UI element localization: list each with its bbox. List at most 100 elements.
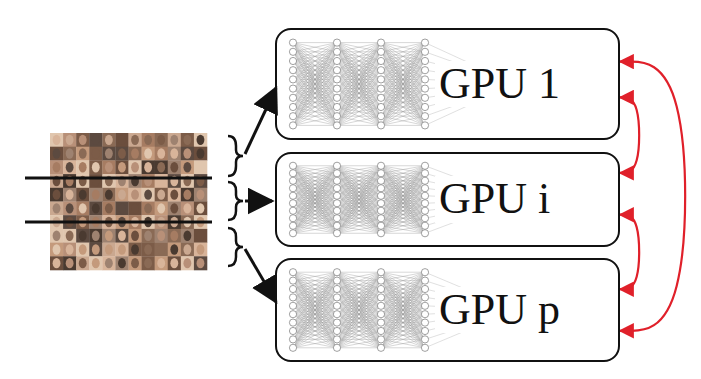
weight-line xyxy=(381,166,425,219)
face-tile xyxy=(76,229,89,243)
weight-line xyxy=(381,203,425,233)
face xyxy=(144,244,152,254)
weight-line xyxy=(293,196,337,234)
face xyxy=(170,162,178,172)
weight-line xyxy=(337,339,381,347)
face-tile xyxy=(155,174,168,188)
weight-line xyxy=(293,181,337,234)
weight-line xyxy=(337,43,381,98)
weight-line xyxy=(381,43,425,89)
neuron xyxy=(421,94,428,101)
face-tile xyxy=(155,256,168,270)
weight-line xyxy=(337,43,381,98)
weight-line xyxy=(381,61,425,125)
face xyxy=(66,231,74,241)
weight-line xyxy=(293,166,337,234)
neuron xyxy=(289,94,296,101)
face xyxy=(79,203,87,213)
weight-line xyxy=(293,42,337,43)
face xyxy=(131,231,139,241)
weight-line xyxy=(381,226,425,234)
neuron xyxy=(289,327,296,334)
weight-line xyxy=(381,272,425,289)
face-tile xyxy=(50,243,63,257)
weight-line xyxy=(293,116,337,125)
face xyxy=(79,162,87,172)
face-tile xyxy=(181,243,194,257)
weight-line xyxy=(381,70,425,125)
face xyxy=(92,244,100,254)
weight-line xyxy=(381,166,425,211)
face-tile xyxy=(142,133,155,147)
face-tile xyxy=(168,133,181,147)
weight-line xyxy=(337,43,381,117)
face xyxy=(131,135,139,145)
face-tile xyxy=(142,160,155,174)
weight-line xyxy=(381,43,425,126)
weight-line xyxy=(293,166,337,226)
neuron xyxy=(421,170,428,177)
face-tile xyxy=(50,133,63,147)
batch-divider xyxy=(25,177,212,180)
face xyxy=(118,135,126,145)
neuron xyxy=(421,162,428,169)
face-tile xyxy=(194,256,207,270)
neuron xyxy=(421,103,428,110)
weight-line xyxy=(293,272,337,273)
weight-line xyxy=(293,43,337,61)
weight-line xyxy=(381,188,425,233)
dispatch-arrow xyxy=(245,200,272,203)
weight-line xyxy=(381,61,425,125)
neuron xyxy=(289,294,296,301)
weight-line xyxy=(381,166,425,226)
face xyxy=(157,148,165,158)
weight-line xyxy=(337,98,381,126)
weight-line xyxy=(381,43,425,61)
weight-line xyxy=(337,61,381,125)
neuron xyxy=(421,67,428,74)
weight-line xyxy=(337,314,381,348)
weight-line xyxy=(293,89,337,126)
face xyxy=(197,162,205,172)
weight-line xyxy=(337,272,381,289)
face-tile xyxy=(181,256,194,270)
weight-line xyxy=(337,297,381,347)
weight-line xyxy=(293,166,337,174)
face-tile xyxy=(142,229,155,243)
neuron xyxy=(377,103,384,110)
weight-line xyxy=(293,166,337,196)
neuron xyxy=(421,76,428,83)
neuron xyxy=(421,277,428,284)
face xyxy=(197,258,205,268)
weight-line xyxy=(381,116,425,125)
weight-line xyxy=(337,166,381,211)
weight-line xyxy=(381,79,425,125)
neuron xyxy=(289,48,296,55)
neuron xyxy=(377,277,384,284)
neuron xyxy=(377,222,384,229)
neuron xyxy=(377,294,384,301)
neuron xyxy=(377,76,384,83)
neuron xyxy=(421,57,428,64)
weight-line xyxy=(337,272,381,348)
weight-line xyxy=(337,89,381,126)
face-tile xyxy=(142,256,155,270)
weight-line xyxy=(293,272,337,339)
face-tile xyxy=(76,256,89,270)
face xyxy=(170,189,178,199)
face xyxy=(53,162,61,172)
neuron xyxy=(333,285,340,292)
weight-line xyxy=(337,289,381,348)
face xyxy=(105,244,113,254)
weight-line xyxy=(337,272,381,306)
neuron xyxy=(289,269,296,276)
neuron xyxy=(377,48,384,55)
weight-line xyxy=(293,272,337,322)
neuron xyxy=(377,39,384,46)
neuron xyxy=(333,269,340,276)
weight-line xyxy=(293,166,337,211)
neuron xyxy=(421,122,428,129)
face-tile xyxy=(168,174,181,188)
neuron xyxy=(421,319,428,326)
